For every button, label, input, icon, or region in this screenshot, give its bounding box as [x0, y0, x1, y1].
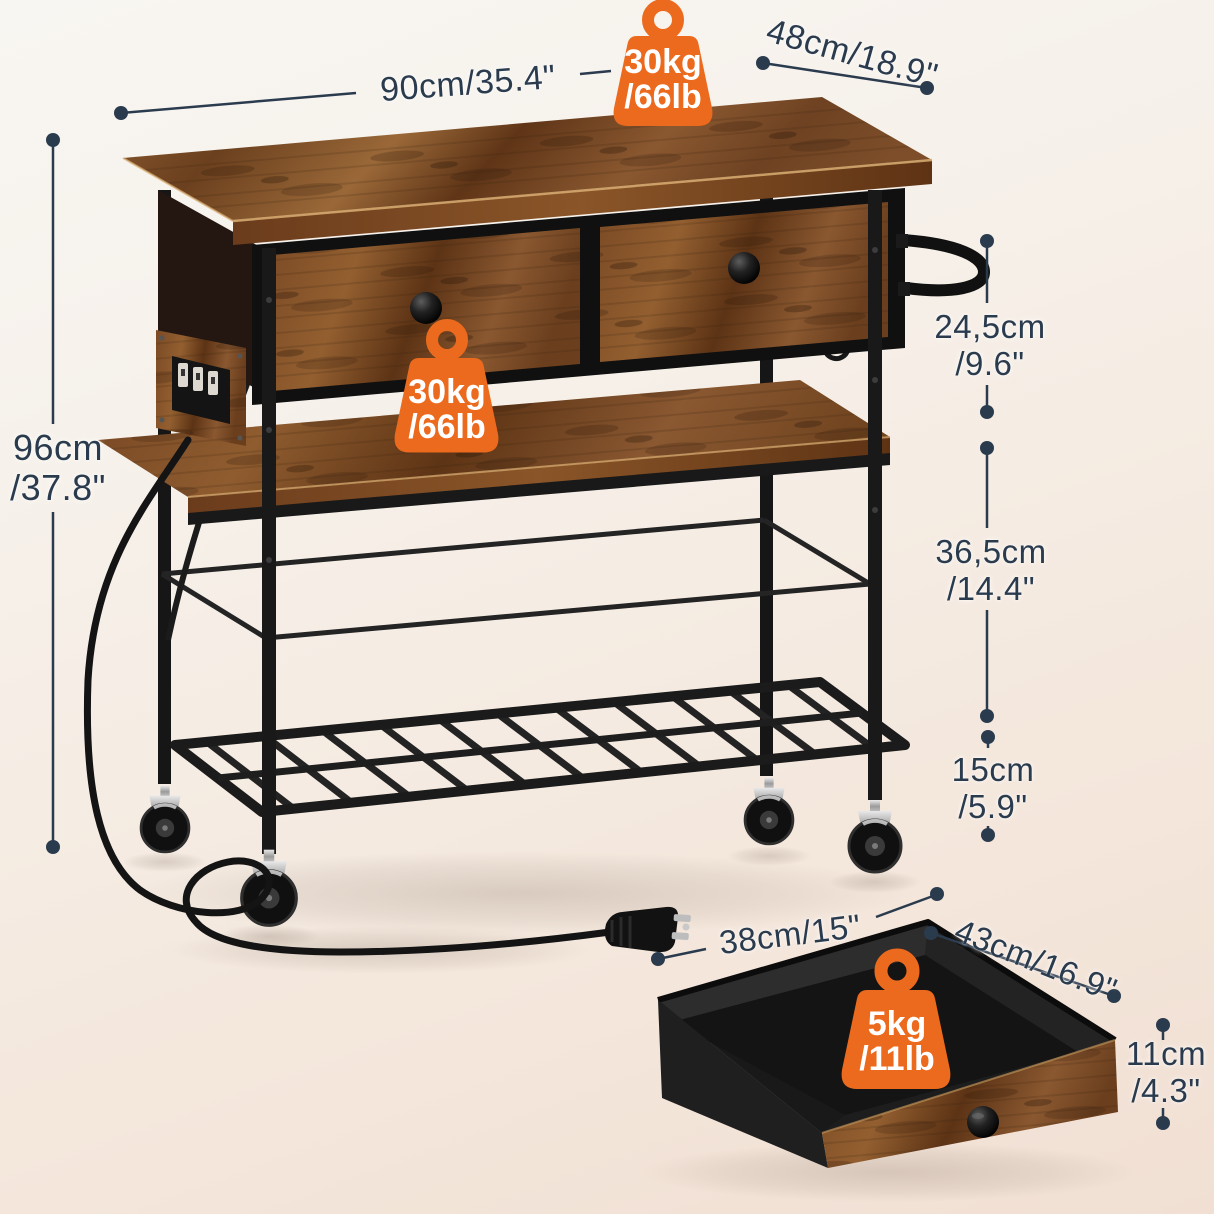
power-plug-icon: [604, 906, 691, 953]
power-outlet-panel: [156, 330, 246, 446]
fabric-drawer-wood-front: [821, 1039, 1118, 1168]
drawer-knob-right: [728, 252, 760, 284]
dimension-label-gap-top: 24,5cm /9.6": [934, 308, 1046, 382]
cart-slat-rack: [170, 677, 910, 817]
kitchen-cart: [83, 97, 991, 956]
weight-badge-shelf-icon: [394, 319, 499, 453]
leg-screws: [266, 247, 878, 563]
dimension-label-gap-bottom: 15cm /5.9": [951, 751, 1035, 825]
dimension-label-height: 96cm /37.8": [10, 427, 106, 508]
towel-bar-icon: [896, 234, 991, 297]
dimension-label-gap-middle: 36,5cm /14.4": [935, 533, 1047, 607]
cart-front-right-leg: [868, 190, 882, 800]
dimension-label-drawer-height: 11cm /4.3": [1125, 1035, 1207, 1109]
fabric-drawer-side: [658, 1000, 828, 1168]
weight-badge-drawer-icon: [841, 948, 951, 1089]
weight-badge-top-icon: [613, 0, 713, 126]
fabric-drawer-knob: [967, 1106, 999, 1138]
fabric-drawer: [657, 919, 1118, 1168]
floor-shadows: [123, 846, 1138, 1202]
drawer-knob-left: [410, 292, 442, 324]
weight-badge-top-label: 30kg /66lb: [624, 43, 702, 116]
cart-tabletop: [122, 97, 933, 245]
dimension-lines: [46, 56, 1170, 1130]
cart-front-left-leg: [262, 248, 276, 854]
power-cord-icon: [83, 436, 691, 956]
weight-badge-shelf-label: 30kg /66lb: [408, 373, 486, 446]
weight-badge-drawer-label: 5kg /11lb: [859, 1005, 935, 1078]
